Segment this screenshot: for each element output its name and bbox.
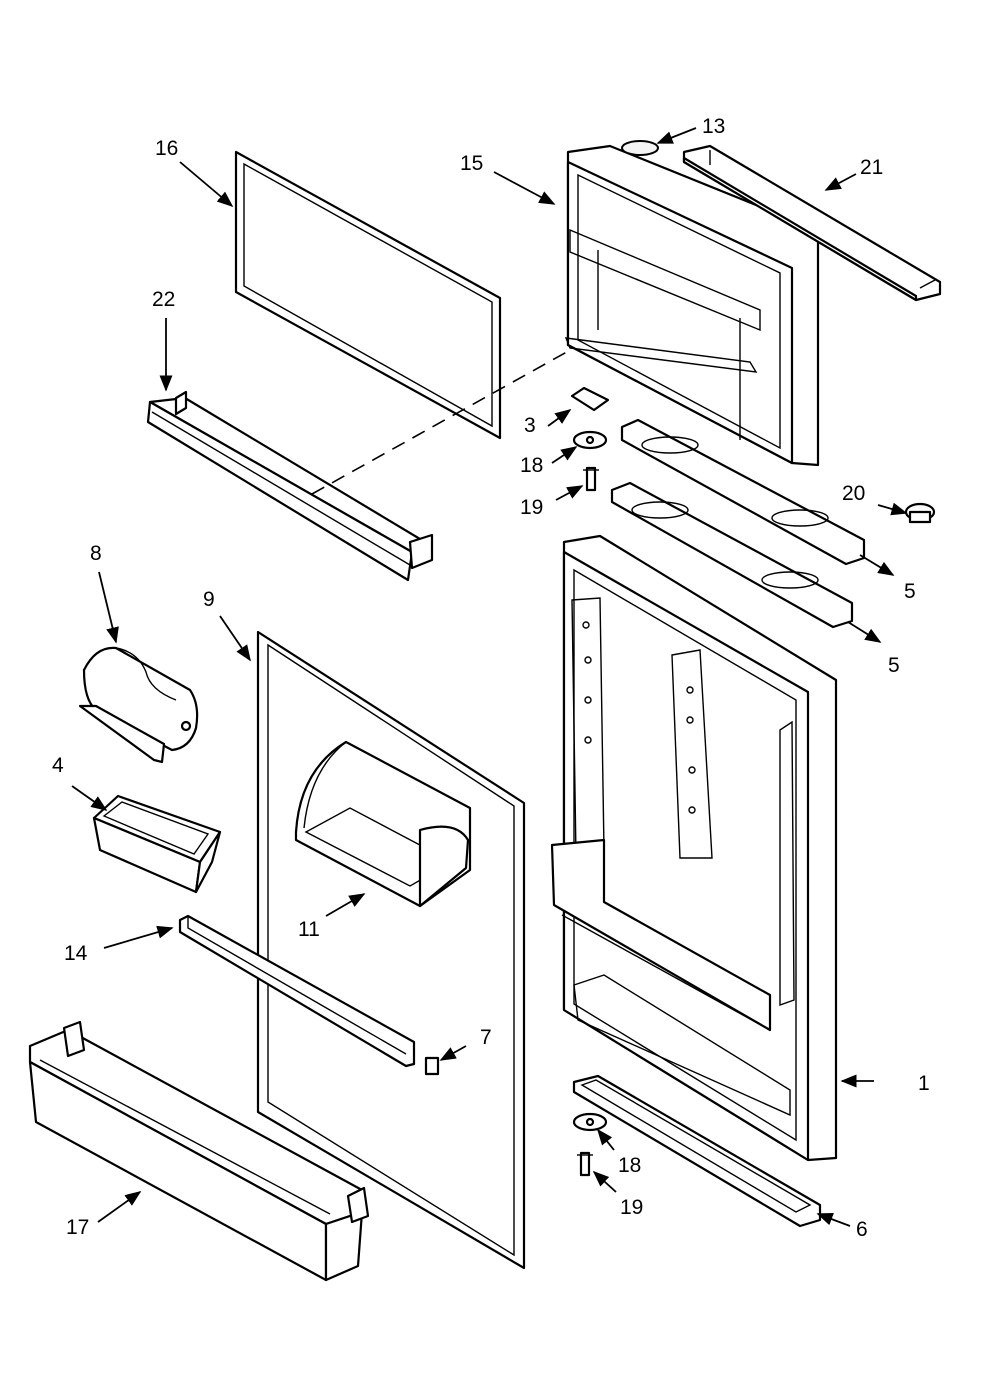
leader-6 xyxy=(816,1213,851,1227)
part-13-plug xyxy=(621,140,659,156)
leader-14 xyxy=(103,925,174,949)
callout-1: 1 xyxy=(918,1072,930,1095)
part-4-dairy-bin xyxy=(92,794,222,894)
leader-15 xyxy=(493,171,556,205)
part-5-upper-handle xyxy=(620,418,866,566)
callout-17: 17 xyxy=(66,1216,89,1239)
part-14-trim-strip xyxy=(178,914,416,1068)
leader-7 xyxy=(439,1045,467,1061)
callout-19-upper: 19 xyxy=(520,496,543,519)
part-22-freezer-shelf xyxy=(146,390,434,582)
part-19-lower-screw xyxy=(577,1151,593,1177)
part-17-door-bin xyxy=(28,1020,370,1282)
part-8-dairy-door xyxy=(78,646,199,764)
callout-18-upper: 18 xyxy=(520,454,543,477)
leader-arrows xyxy=(71,127,908,1227)
leader-21 xyxy=(824,173,857,191)
leader-5a xyxy=(859,554,895,576)
leader-20 xyxy=(877,502,908,516)
callout-4: 4 xyxy=(52,754,64,777)
callout-14: 14 xyxy=(64,942,88,965)
leader-3 xyxy=(547,409,572,427)
callout-8: 8 xyxy=(90,542,102,565)
leader-16 xyxy=(179,161,234,208)
callout-22: 22 xyxy=(152,288,175,311)
callout-9: 9 xyxy=(203,588,215,611)
callout-21: 21 xyxy=(860,156,883,179)
part-3-hinge-plate xyxy=(570,386,610,412)
part-15-freezer-door xyxy=(564,144,820,467)
callout-3: 3 xyxy=(524,414,536,437)
part-7-clip xyxy=(424,1056,440,1076)
part-20-plug xyxy=(904,502,936,524)
leader-9 xyxy=(219,615,251,662)
callout-15: 15 xyxy=(460,152,483,175)
part-18-upper-hinge-pin xyxy=(572,430,608,450)
callout-19-lower: 19 xyxy=(620,1196,643,1219)
part-19-upper-screw xyxy=(583,466,599,492)
leader-8 xyxy=(98,571,119,644)
callout-7: 7 xyxy=(480,1026,492,1049)
leader-18a xyxy=(551,446,578,464)
leader-13 xyxy=(656,127,697,144)
part-5-lower-handle xyxy=(610,481,854,629)
leader-17 xyxy=(97,1191,142,1223)
leader-19b xyxy=(592,1170,617,1193)
callout-labels: 1 3 4 5 5 6 7 8 9 11 13 14 15 16 17 18 1… xyxy=(52,115,930,1241)
callout-13: 13 xyxy=(702,115,725,138)
part-1-refrigerator-door xyxy=(550,534,838,1162)
callout-5-upper: 5 xyxy=(904,580,916,603)
callout-5-lower: 5 xyxy=(888,654,900,677)
part-21-freezer-door-trim xyxy=(682,144,942,302)
callout-6: 6 xyxy=(856,1218,868,1241)
leader-11 xyxy=(325,893,366,917)
leader-5b xyxy=(847,621,882,643)
part-11-dispenser-housing xyxy=(294,740,472,908)
leader-4 xyxy=(71,785,108,811)
callout-18-lower: 18 xyxy=(618,1154,641,1177)
leader-19a xyxy=(555,485,584,501)
callout-20: 20 xyxy=(842,482,865,505)
leader-18b xyxy=(596,1128,615,1151)
part-18-lower-hinge-pin xyxy=(572,1112,608,1132)
callout-16: 16 xyxy=(155,137,178,160)
part-16-freezer-gasket xyxy=(234,150,502,440)
callout-11: 11 xyxy=(298,918,320,941)
